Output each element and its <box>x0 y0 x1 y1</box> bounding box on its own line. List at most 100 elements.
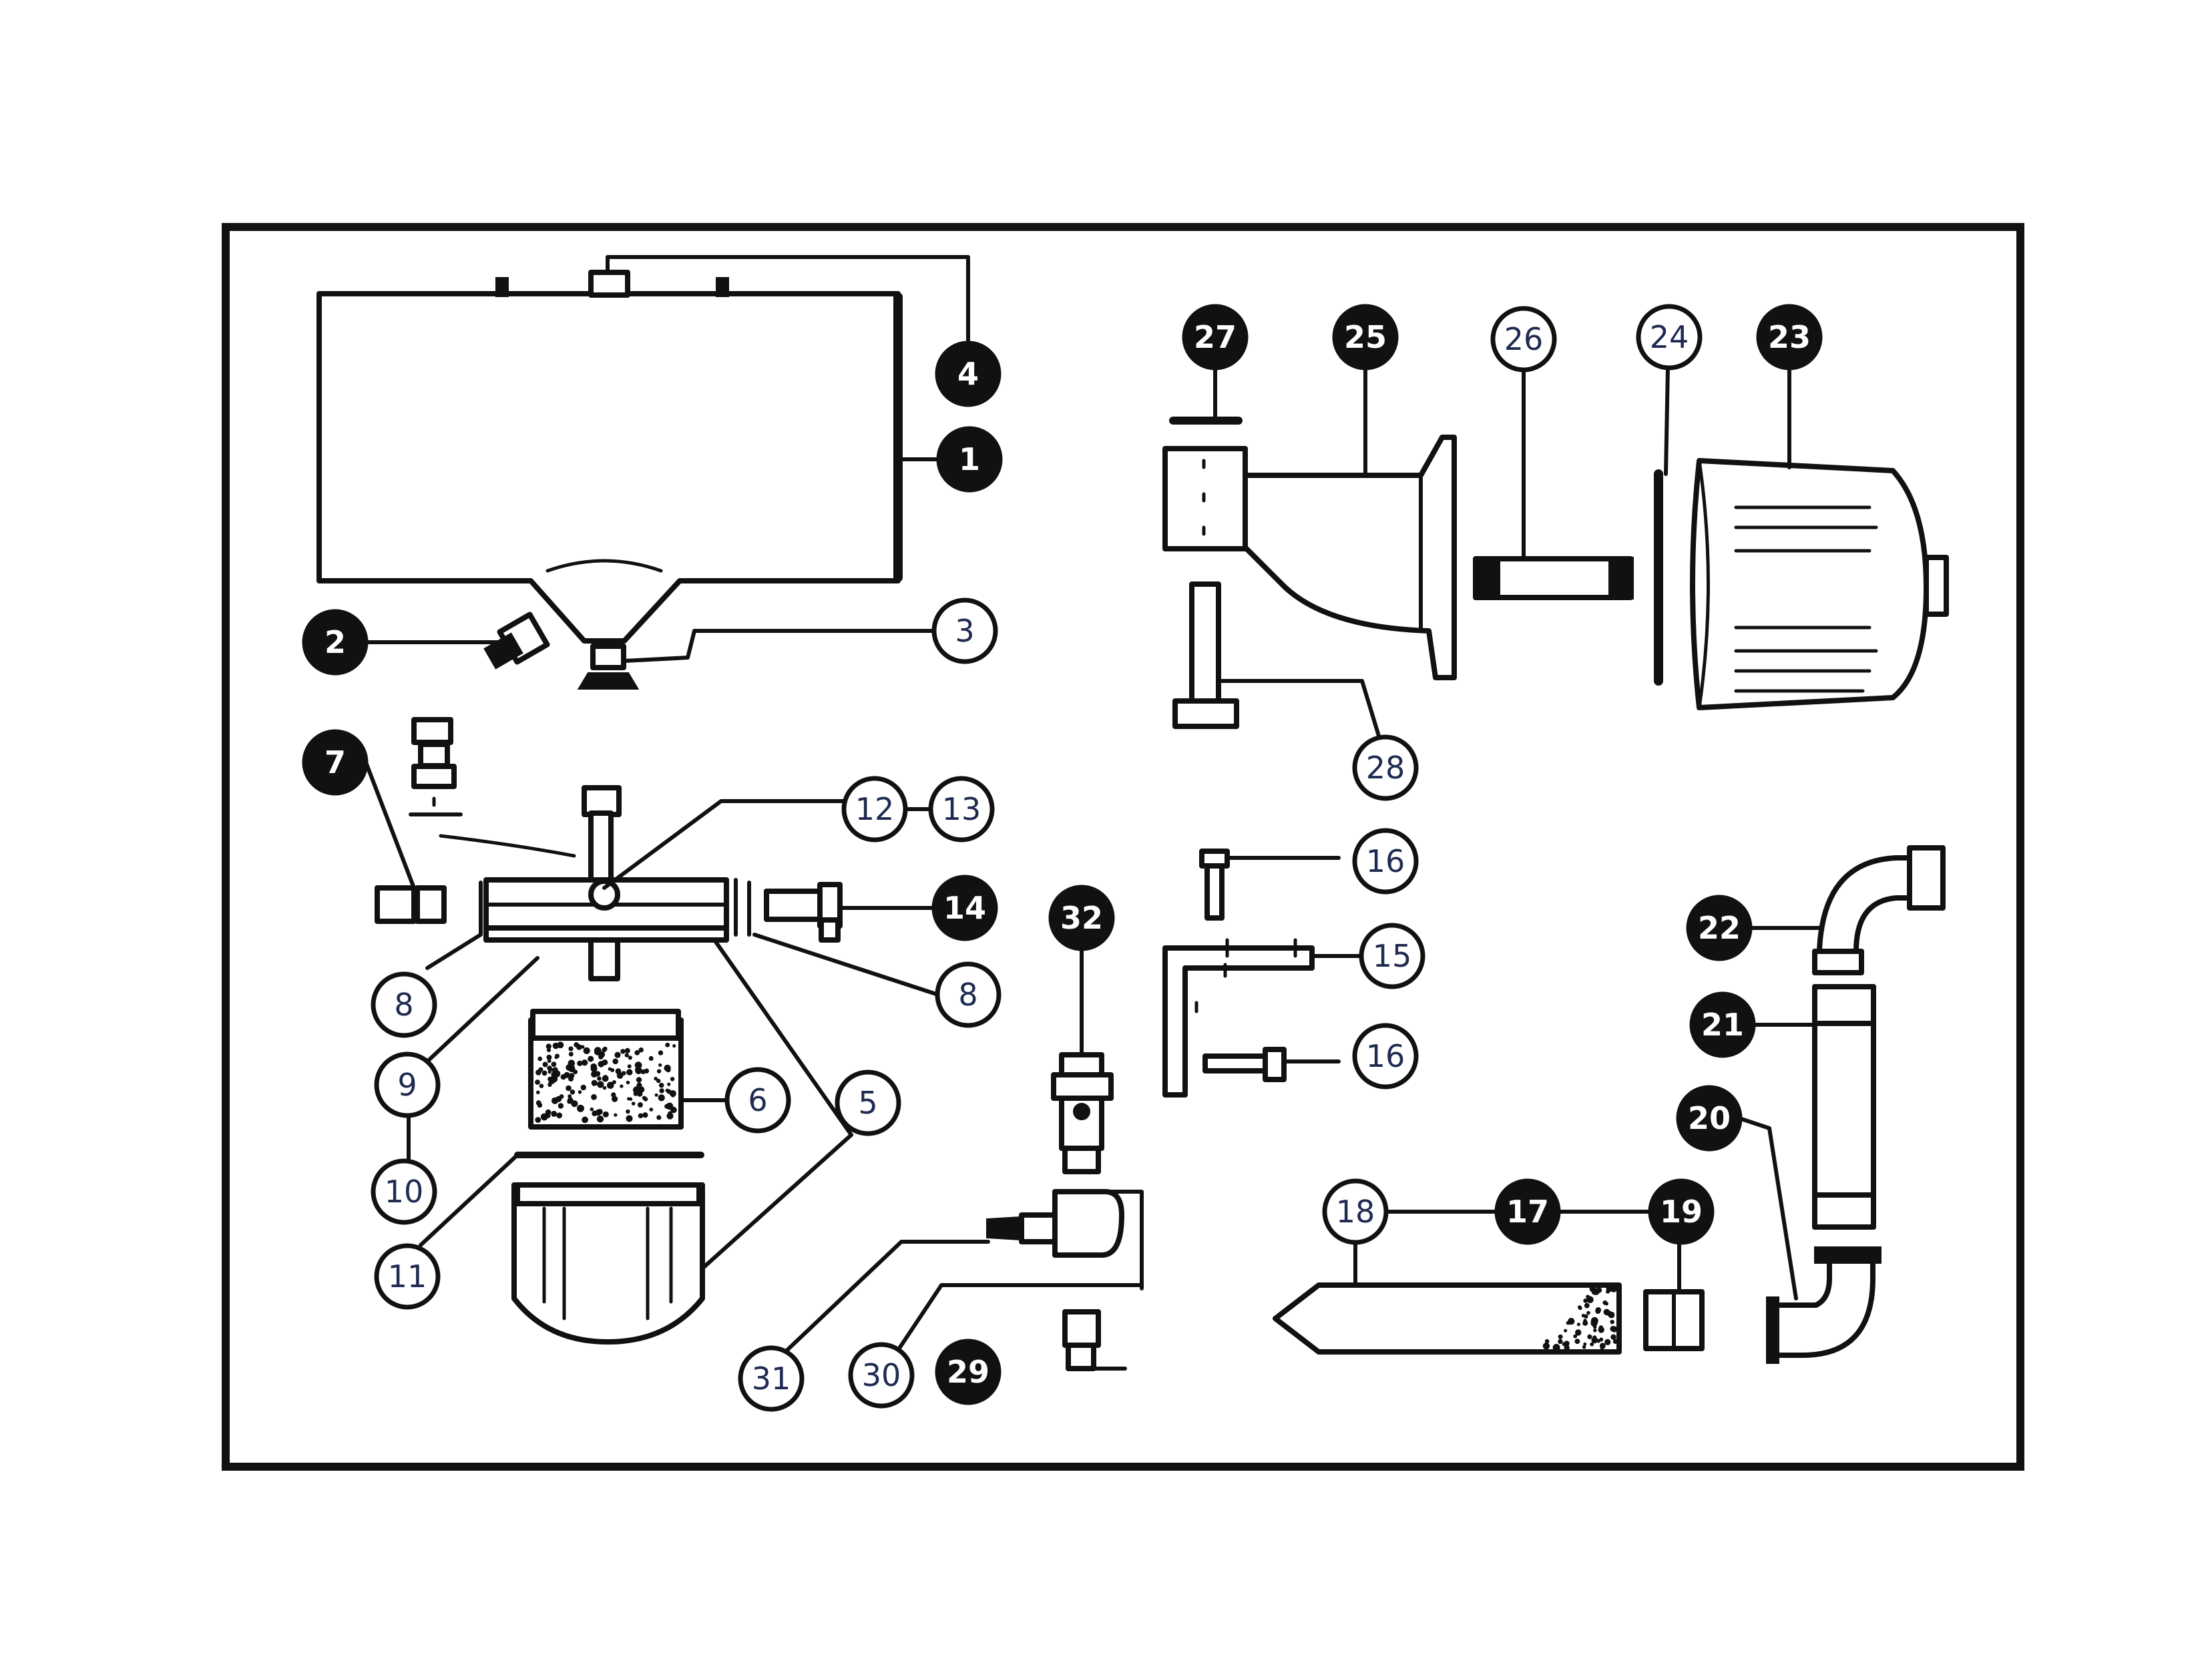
stipple-dot <box>1574 1339 1580 1345</box>
stipple-dot <box>539 1084 544 1088</box>
stipple-dot <box>654 1076 658 1081</box>
stipple-dot <box>568 1051 574 1057</box>
diagram-frame <box>222 223 2024 1471</box>
stipple-dot <box>598 1054 604 1059</box>
stipple-dot <box>638 1047 644 1053</box>
stipple-dot <box>654 1093 658 1097</box>
stipple-dot <box>541 1070 547 1076</box>
part-suction-pipe <box>1273 845 1946 1364</box>
svg-text:6: 6 <box>748 1082 767 1118</box>
stipple-dot <box>626 1080 630 1085</box>
stipple-dot <box>594 1047 602 1055</box>
stipple-dot <box>1596 1287 1602 1293</box>
svg-text:30: 30 <box>862 1357 901 1393</box>
stipple-dot <box>1575 1329 1582 1336</box>
svg-text:8: 8 <box>958 977 977 1013</box>
stipple-dot <box>1582 1345 1586 1349</box>
stipple-dot <box>1564 1345 1570 1351</box>
svg-text:2: 2 <box>324 624 346 660</box>
callout-3: 3 <box>931 597 998 664</box>
callout-17: 17 <box>1494 1178 1561 1245</box>
stipple-dot <box>568 1059 576 1067</box>
svg-text:8: 8 <box>394 987 413 1023</box>
stipple-dot <box>1564 1329 1568 1333</box>
callout-23: 23 <box>1756 304 1823 371</box>
callout-6: 6 <box>724 1067 791 1134</box>
svg-text:11: 11 <box>388 1258 427 1294</box>
callout-20: 20 <box>1676 1085 1743 1152</box>
callout-25: 25 <box>1332 304 1399 371</box>
stipple-dot <box>568 1046 574 1051</box>
stipple-dot <box>649 1108 654 1112</box>
callout-11: 11 <box>374 1243 441 1310</box>
callout-9: 9 <box>374 1051 441 1118</box>
stipple-dot <box>570 1090 576 1095</box>
stipple-dot <box>540 1113 548 1121</box>
stipple-dot <box>591 1071 598 1078</box>
stipple-dot <box>597 1076 602 1081</box>
stipple-dot <box>1606 1289 1610 1294</box>
stipple-dot <box>566 1085 572 1092</box>
callout-16-top: 16 <box>1352 828 1419 895</box>
stipple-dot <box>582 1116 588 1124</box>
stipple-dot <box>588 1055 594 1062</box>
svg-text:26: 26 <box>1504 321 1544 357</box>
stipple-dot <box>1583 1342 1587 1346</box>
stipple-dot <box>598 1061 605 1067</box>
svg-text:7: 7 <box>324 744 346 780</box>
stipple-dot <box>546 1047 551 1052</box>
stipple-dot <box>591 1080 598 1086</box>
stipple-dot <box>537 1056 543 1061</box>
stipple-dot <box>667 1082 671 1086</box>
part-coupling <box>1473 556 1634 600</box>
svg-text:25: 25 <box>1344 319 1387 355</box>
callout-5: 5 <box>835 1069 901 1136</box>
callout-10: 10 <box>371 1158 437 1225</box>
stipple-dot <box>1610 1334 1616 1341</box>
stipple-dot <box>1542 1343 1550 1350</box>
callout-16-bottom: 16 <box>1352 1023 1419 1090</box>
stipple-dot <box>1587 1334 1592 1339</box>
callout-group: 4 1 2 3 27 25 26 24 23 28 7 12 13 14 8 8… <box>302 304 1823 1412</box>
stipple-dot <box>537 1102 543 1108</box>
stipple-dot <box>656 1078 661 1084</box>
stipple-dot <box>659 1088 664 1094</box>
stipple-dot <box>590 1065 598 1072</box>
stipple-dot <box>535 1069 541 1075</box>
svg-text:3: 3 <box>955 613 974 649</box>
stipple-dot <box>546 1054 552 1060</box>
stipple-dot <box>1590 1317 1598 1325</box>
svg-text:15: 15 <box>1373 938 1412 974</box>
callout-14: 14 <box>931 875 998 941</box>
callout-19: 19 <box>1648 1178 1715 1245</box>
stipple-dot <box>577 1060 583 1066</box>
callout-4: 4 <box>935 340 1002 407</box>
callout-26: 26 <box>1490 306 1557 373</box>
stipple-dot <box>1595 1307 1602 1313</box>
callout-29: 29 <box>935 1339 1002 1405</box>
stipple-dot <box>1566 1321 1570 1325</box>
svg-text:4: 4 <box>957 356 979 392</box>
stipple-dot <box>546 1114 551 1118</box>
callout-12: 12 <box>841 776 908 843</box>
stipple-dot <box>658 1094 665 1102</box>
svg-text:16: 16 <box>1366 843 1405 879</box>
svg-text:21: 21 <box>1701 1007 1744 1043</box>
part-motor <box>1690 458 1949 710</box>
stipple-dot <box>606 1082 614 1089</box>
svg-text:28: 28 <box>1366 750 1405 786</box>
callout-2: 2 <box>302 609 369 676</box>
stipple-dot <box>1611 1326 1618 1333</box>
stipple-dot <box>551 1061 557 1067</box>
stipple-dot <box>1610 1320 1614 1325</box>
callout-31: 31 <box>738 1345 805 1412</box>
stipple-dot <box>620 1084 624 1088</box>
stipple-dot <box>552 1042 560 1049</box>
stipple-dot <box>596 1116 604 1123</box>
stipple-dot <box>567 1097 574 1104</box>
stipple-dot <box>1604 1339 1611 1345</box>
stipple-dot <box>555 1053 560 1059</box>
stipple-dot <box>592 1110 598 1117</box>
stipple-dot <box>536 1090 540 1095</box>
svg-text:29: 29 <box>947 1354 989 1390</box>
